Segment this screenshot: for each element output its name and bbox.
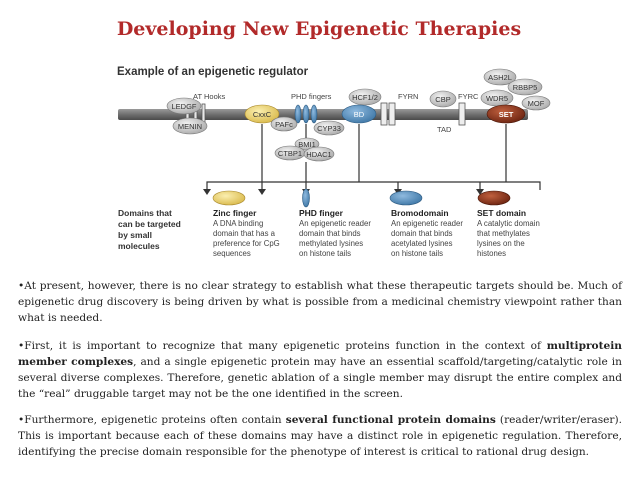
arrowheads bbox=[203, 189, 484, 195]
svg-text:sequences: sequences bbox=[213, 249, 251, 258]
cyp33-label: CYP33 bbox=[317, 124, 341, 133]
ash2l-node bbox=[483, 68, 517, 86]
rbbp5-node bbox=[507, 78, 543, 96]
phd-finger-symbol bbox=[302, 188, 310, 208]
protein-backbone-bar bbox=[118, 109, 528, 120]
svg-text:on histone tails: on histone tails bbox=[299, 249, 351, 258]
hdac1-label: HDAC1 bbox=[306, 150, 331, 159]
svg-text:domain that has a: domain that has a bbox=[213, 229, 276, 238]
svg-text:on histone tails: on histone tails bbox=[391, 249, 443, 258]
cxxc-node bbox=[244, 104, 280, 124]
svg-text:A catalytic domain: A catalytic domain bbox=[477, 219, 540, 228]
phd-fingers-label: PHD fingers bbox=[291, 92, 332, 101]
svg-text:acetylated lysines: acetylated lysines bbox=[391, 239, 453, 248]
svg-text:by small: by small bbox=[118, 230, 152, 240]
set-domain-symbol bbox=[477, 190, 511, 206]
hdac1-node bbox=[303, 146, 335, 162]
pafc-label: PAFc bbox=[275, 120, 293, 129]
svg-text:histones: histones bbox=[477, 249, 506, 258]
set-label: SET bbox=[499, 110, 514, 119]
phd-finger-marks bbox=[294, 104, 318, 124]
svg-text:can be targeted: can be targeted bbox=[118, 219, 181, 229]
bmi1-label: BMI1 bbox=[298, 140, 316, 149]
svg-text:Domains that: Domains that bbox=[118, 208, 172, 218]
page-title: Developing New Epigenetic Therapies bbox=[116, 18, 522, 40]
svg-text:A DNA binding: A DNA binding bbox=[213, 219, 263, 228]
mof-label: MOF bbox=[528, 99, 545, 108]
svg-text:domain that binds: domain that binds bbox=[299, 229, 361, 238]
svg-text:An epigenetic reader: An epigenetic reader bbox=[299, 219, 371, 228]
bd-label: BD bbox=[354, 110, 365, 119]
cyp33-node bbox=[313, 120, 345, 136]
pafc-node bbox=[270, 116, 298, 132]
mof-node bbox=[521, 95, 551, 111]
paragraph-strategy: •At present, however, there is no clear … bbox=[18, 280, 622, 324]
set-domain-title: SET domain bbox=[477, 208, 526, 218]
ash2l-label: ASH2L bbox=[488, 73, 512, 82]
hcf12-node bbox=[348, 88, 382, 106]
menin-node bbox=[172, 117, 208, 135]
ledgf-label: LEDGF bbox=[171, 102, 196, 111]
bd-node bbox=[341, 104, 377, 124]
bromodomain-title: Bromodomain bbox=[391, 208, 449, 218]
paragraph-complexes: •First, it is important to recognize tha… bbox=[18, 340, 622, 400]
domain-descriptions: Zinc finger A DNA binding domain that ha… bbox=[213, 208, 540, 258]
set-node bbox=[486, 104, 526, 124]
fyr-marks bbox=[380, 102, 466, 126]
cxxc-label: CxxC bbox=[253, 110, 272, 119]
targetable-domains-label: Domains that can be targeted by small mo… bbox=[118, 208, 181, 251]
bromodomain-symbol bbox=[389, 190, 423, 206]
wdr5-label: WDR5 bbox=[486, 94, 508, 103]
svg-text:lysines on the: lysines on the bbox=[477, 239, 525, 248]
svg-text:that methylates: that methylates bbox=[477, 229, 530, 238]
cbp-label: CBP bbox=[435, 95, 450, 104]
svg-text:An epigenetic reader: An epigenetic reader bbox=[391, 219, 463, 228]
hcf12-label: HCF1/2 bbox=[352, 93, 378, 102]
figure-heading: Example of an epigenetic regulator bbox=[117, 66, 309, 78]
svg-text:molecules: molecules bbox=[118, 241, 160, 251]
tad-label: TAD bbox=[437, 125, 452, 134]
paragraph-domains: •Furthermore, epigenetic proteins often … bbox=[18, 414, 622, 458]
rbbp5-label: RBBP5 bbox=[513, 83, 538, 92]
at-hooks-label: AT Hooks bbox=[193, 92, 225, 101]
connector-lines bbox=[206, 124, 541, 190]
emphasis-multiprotein: multiprotein member complexes bbox=[18, 340, 622, 368]
svg-text:domain that binds: domain that binds bbox=[391, 229, 453, 238]
menin-label: MENIN bbox=[178, 122, 202, 131]
svg-text:methylated lysines: methylated lysines bbox=[299, 239, 363, 248]
ledgf-node bbox=[166, 97, 202, 115]
zinc-finger-title: Zinc finger bbox=[213, 208, 257, 218]
svg-text:preference for CpG: preference for CpG bbox=[213, 239, 280, 248]
phd-finger-title: PHD finger bbox=[299, 208, 344, 218]
cbp-node bbox=[429, 90, 457, 108]
bracket-ticks bbox=[261, 182, 481, 190]
epigenetic-regulator-figure: Example of an epigenetic regulator AT Ho… bbox=[117, 66, 551, 258]
emphasis-functional-domains: several functional protein domains bbox=[285, 414, 496, 426]
fyrn-label: FYRN bbox=[398, 92, 418, 101]
ctbp1-label: CTBP1 bbox=[278, 149, 302, 158]
fyrc-label: FYRC bbox=[458, 92, 479, 101]
zinc-finger-symbol bbox=[212, 190, 246, 206]
